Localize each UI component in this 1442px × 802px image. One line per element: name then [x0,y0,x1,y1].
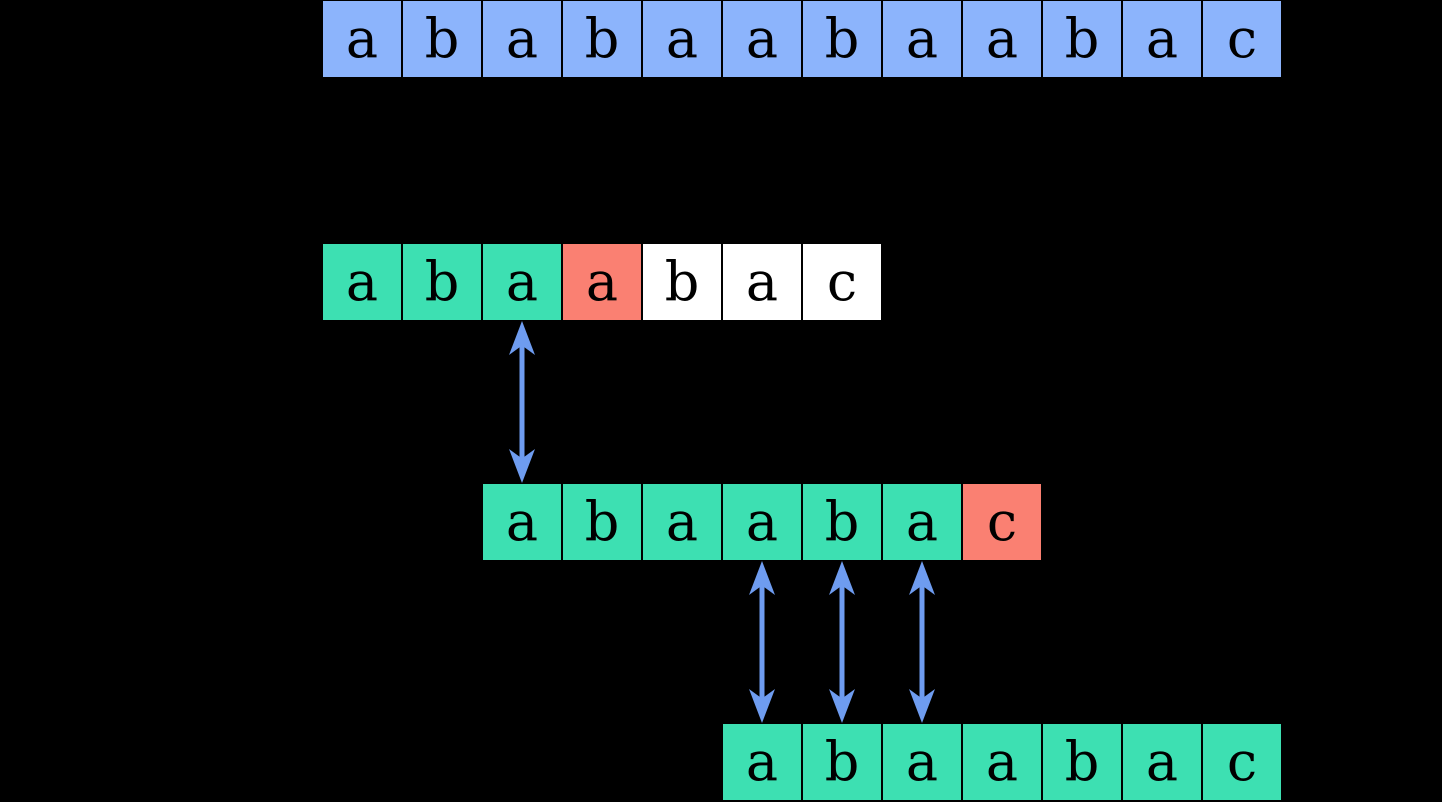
sequence-cell: a [322,243,402,321]
sequence-cell: b [562,0,642,78]
sequence-cell: b [1042,723,1122,801]
link-row2-cell4-to-row3-cell1 [740,561,784,723]
sequence-cell: a [642,0,722,78]
sequence-cell: b [562,483,642,561]
sequence-cell: b [402,0,482,78]
sequence-cell: a [562,243,642,321]
sequence-cell: a [642,483,722,561]
sequence-cell: a [482,243,562,321]
sequence-cell: a [722,0,802,78]
sequence-cell: a [882,0,962,78]
sequence-cell: c [1202,723,1282,801]
sequence-cell: a [962,0,1042,78]
sequence-cell: a [482,483,562,561]
sequence-cell: c [802,243,882,321]
sequence-cell: a [722,243,802,321]
sequence-cell: a [482,0,562,78]
link-row1-cell3-to-row2-cell1 [500,321,544,483]
link-row2-cell6-to-row3-cell3 [900,561,944,723]
sequence-cell: b [802,483,882,561]
link-row2-cell5-to-row3-cell2 [820,561,864,723]
sequence-cell: a [962,723,1042,801]
sequence-cell: b [1042,0,1122,78]
sequence-cell: a [882,723,962,801]
sequence-cell: b [802,0,882,78]
sequence-cell: a [1122,723,1202,801]
sequence-cell: a [722,723,802,801]
sequence-cell: b [802,723,882,801]
sequence-cell: c [962,483,1042,561]
sequence-cell: c [1202,0,1282,78]
sequence-cell: a [322,0,402,78]
sequence-cell: b [402,243,482,321]
sequence-cell: a [1122,0,1202,78]
sequence-cell: b [642,243,722,321]
sequence-cell: a [722,483,802,561]
sequence-cell: a [882,483,962,561]
